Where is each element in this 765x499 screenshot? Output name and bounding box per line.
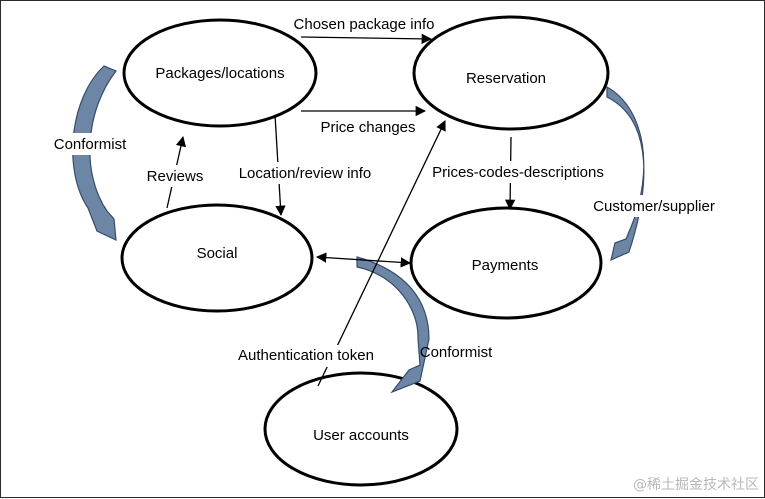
chosen-package-info-label: Chosen package info [294,16,435,33]
reservation-label: Reservation [466,70,546,87]
conformist-left-arrow [72,65,117,241]
watermark-text: @稀土掘金技术社区 [633,477,759,493]
node-social[interactable]: Social [120,203,314,313]
social-label: Social [197,245,238,262]
packages-label: Packages/locations [155,65,284,82]
conformist-bottom-label: Conformist [420,344,493,361]
location-review-info-label: Location/review info [239,165,372,182]
authentication-token-label: Authentication token [238,347,374,364]
customer-supplier-label: Customer/supplier [593,198,715,215]
conformist-left-label: Conformist [54,136,127,153]
conformist-bottom-arrow [356,256,430,394]
node-reservation[interactable]: Reservation [412,15,610,131]
customer-supplier-arrow [606,85,645,262]
authentication-token-edge [317,120,446,387]
reviews-label: Reviews [147,168,204,185]
node-packages-locations[interactable]: Packages/locations [122,18,318,128]
chosen-package-info-edge [300,33,433,45]
price-changes-label: Price changes [320,119,415,136]
payments-label: Payments [472,257,539,274]
social-payments-edge [315,252,412,268]
user-accounts-label: User accounts [313,427,409,444]
node-user-accounts[interactable]: User accounts [263,371,459,487]
prices-codes-descriptions-label: Prices-codes-descriptions [432,164,604,181]
node-payments[interactable]: Payments [409,206,603,320]
